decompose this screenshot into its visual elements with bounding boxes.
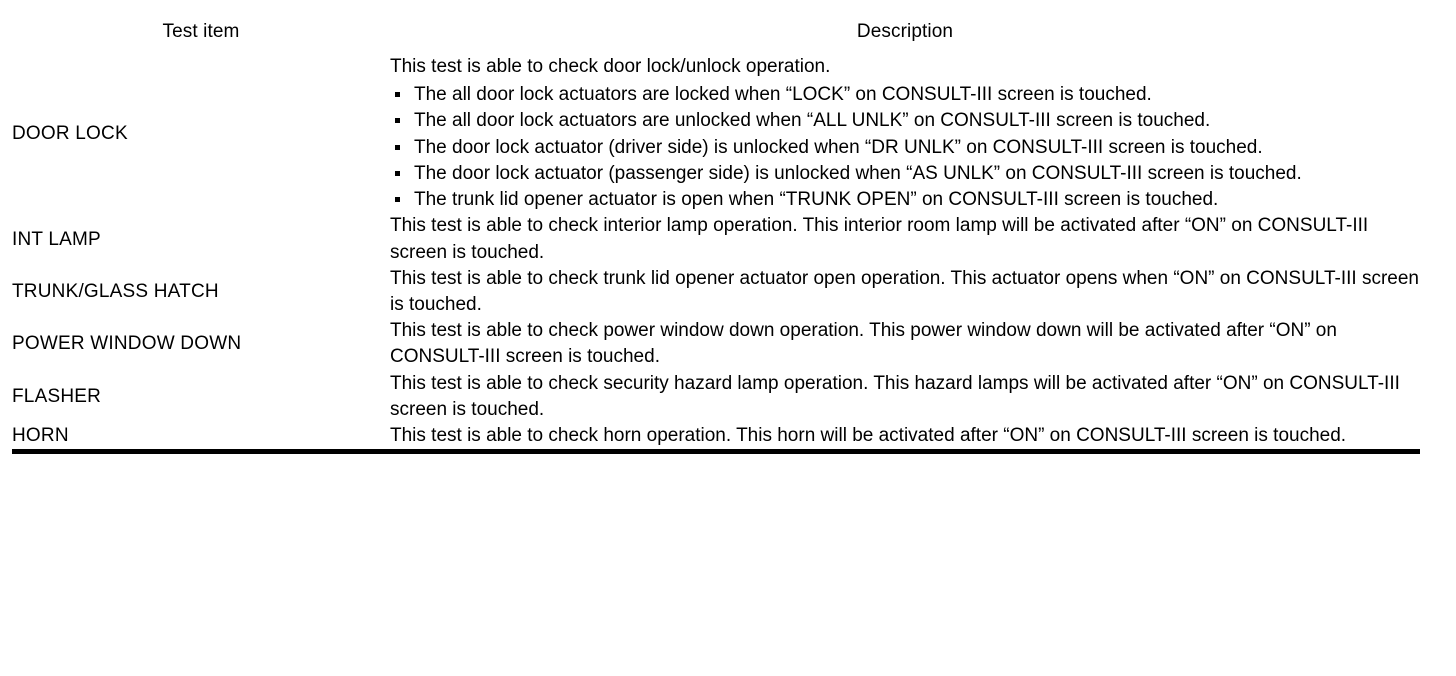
- test-item-cell: HORN: [12, 423, 390, 455]
- description-cell: This test is able to check interior lamp…: [390, 213, 1420, 266]
- test-item-cell: POWER WINDOW DOWN: [12, 318, 390, 371]
- list-item: The door lock actuator (passenger side) …: [390, 161, 1420, 187]
- table-header-row: Test item Description: [12, 10, 1420, 54]
- description-intro-text: This test is able to check horn operatio…: [390, 425, 1347, 447]
- description-intro-text: This test is able to check door lock/unl…: [390, 56, 831, 77]
- bullet-square-icon: [395, 92, 400, 98]
- test-item-cell: DOOR LOCK: [12, 54, 390, 214]
- test-item-cell: TRUNK/GLASS HATCH: [12, 265, 390, 319]
- description-bullet-list: The all door lock actuators are locked w…: [390, 82, 1420, 213]
- bullet-square-icon: [395, 118, 400, 124]
- description-cell: This test is able to check security haza…: [390, 370, 1420, 424]
- description-intro-text: This test is able to check trunk lid ope…: [390, 267, 1419, 315]
- column-header-description: Description: [390, 10, 1420, 54]
- description-intro-text: This test is able to check interior lamp…: [390, 215, 1369, 263]
- description-cell: This test is able to check horn operatio…: [390, 423, 1420, 455]
- bullet-text: The all door lock actuators are locked w…: [414, 84, 1152, 106]
- bullet-text: The trunk lid opener actuator is open wh…: [414, 189, 1219, 211]
- column-header-test-item: Test item: [12, 10, 390, 54]
- bullet-text: The all door lock actuators are unlocked…: [414, 110, 1211, 132]
- list-item: The door lock actuator (driver side) is …: [390, 135, 1420, 161]
- test-item-cell: FLASHER: [12, 370, 390, 424]
- description-cell: This test is able to check power window …: [390, 318, 1420, 371]
- bullet-square-icon: [395, 144, 400, 150]
- list-item: The all door lock actuators are unlocked…: [390, 108, 1420, 134]
- bullet-square-icon: [395, 197, 400, 203]
- description-intro-text: This test is able to check security haza…: [390, 372, 1400, 420]
- bullet-square-icon: [395, 170, 400, 176]
- description-cell: This test is able to check door lock/unl…: [390, 54, 1420, 214]
- bullet-text: The door lock actuator (passenger side) …: [414, 162, 1302, 184]
- list-item: The trunk lid opener actuator is open wh…: [390, 187, 1420, 213]
- list-item: The all door lock actuators are locked w…: [390, 82, 1420, 108]
- bullet-text: The door lock actuator (driver side) is …: [414, 136, 1263, 158]
- description-intro-text: This test is able to check power window …: [390, 320, 1337, 368]
- description-cell: This test is able to check trunk lid ope…: [390, 265, 1420, 319]
- test-item-cell: INT LAMP: [12, 213, 390, 266]
